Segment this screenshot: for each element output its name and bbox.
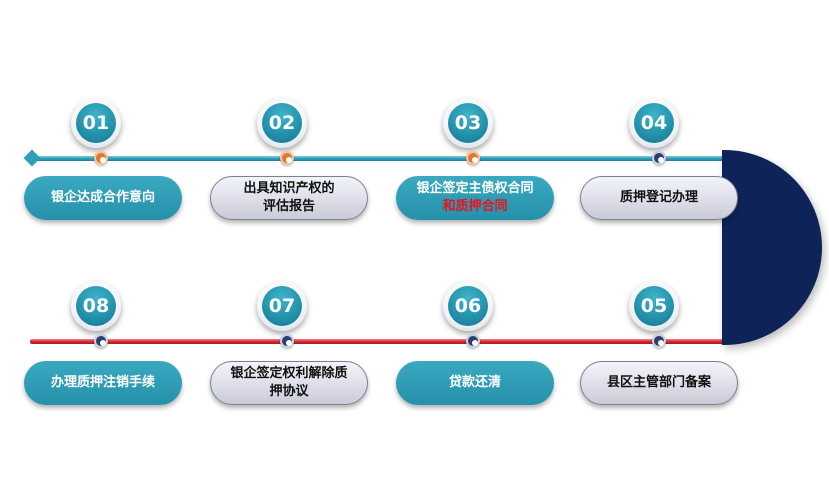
step-5-badge: 05: [629, 281, 679, 331]
step-3-label: 银企签定主债权合同 和质押合同: [396, 176, 554, 220]
step-1-badge: 01: [71, 98, 121, 148]
step-2-label: 出具知识产权的评估报告: [210, 176, 368, 220]
step-7-label: 银企签定权利解除质押协议: [210, 361, 368, 405]
step-2-number: 02: [262, 103, 302, 143]
step-1-number: 01: [76, 103, 116, 143]
step-8-label: 办理质押注销手续: [24, 361, 182, 405]
step-3-badge: 03: [443, 98, 493, 148]
step-5-number: 05: [634, 286, 674, 326]
timeline-top: [30, 156, 730, 161]
step-6-label: 贷款还清: [396, 361, 554, 405]
timeline-start-diamond: [23, 149, 41, 167]
step-8-badge: 08: [71, 281, 121, 331]
timeline-turn-arc: [722, 150, 822, 345]
step-4-label: 质押登记办理: [580, 176, 738, 220]
step-2-dot: [280, 151, 294, 165]
step-1-label: 银企达成合作意向: [24, 176, 182, 220]
step-4-dot: [652, 151, 666, 165]
step-6-number: 06: [448, 286, 488, 326]
step-6-badge: 06: [443, 281, 493, 331]
step-2-badge: 02: [257, 98, 307, 148]
step-3-number: 03: [448, 103, 488, 143]
step-8-number: 08: [76, 286, 116, 326]
step-7-badge: 07: [257, 281, 307, 331]
step-3-dot: [466, 151, 480, 165]
step-7-dot: [280, 334, 294, 348]
step-5-dot: [652, 334, 666, 348]
step-7-number: 07: [262, 286, 302, 326]
step-6-dot: [466, 334, 480, 348]
step-4-badge: 04: [629, 98, 679, 148]
step-1-dot: [94, 151, 108, 165]
timeline-bottom: [30, 339, 730, 344]
step-8-dot: [94, 334, 108, 348]
step-5-label: 县区主管部门备案: [580, 361, 738, 405]
step-4-number: 04: [634, 103, 674, 143]
